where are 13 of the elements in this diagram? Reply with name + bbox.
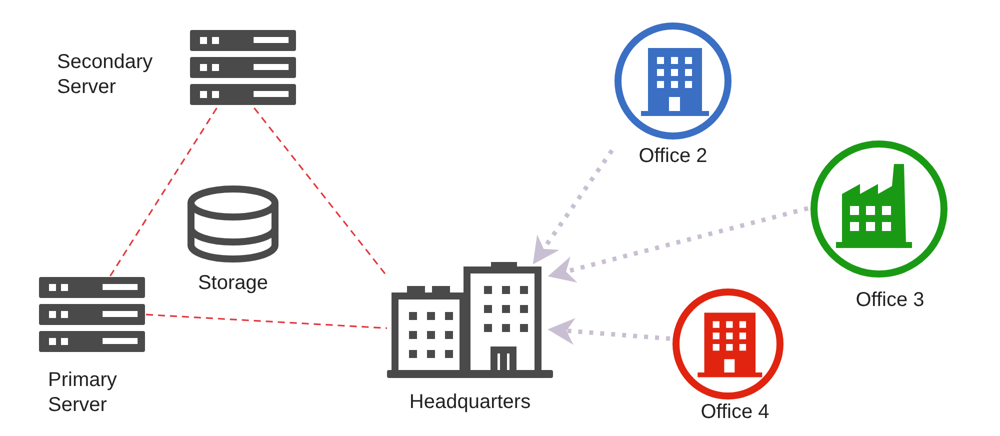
arrow [532,149,614,264]
node-label: Office 2 [638,144,708,169]
connector-line [146,314,388,329]
connector-line [254,108,388,277]
node-label: Office 3 [854,288,926,313]
node-label: Headquarters [408,390,532,415]
node-label: Primary Server [48,368,118,418]
arrow [548,318,670,345]
node-label: Secondary Server [57,50,154,100]
node-label: Storage [196,271,270,296]
arrow [548,206,809,283]
connector-line [110,108,218,276]
node-label: Office 4 [700,400,770,425]
